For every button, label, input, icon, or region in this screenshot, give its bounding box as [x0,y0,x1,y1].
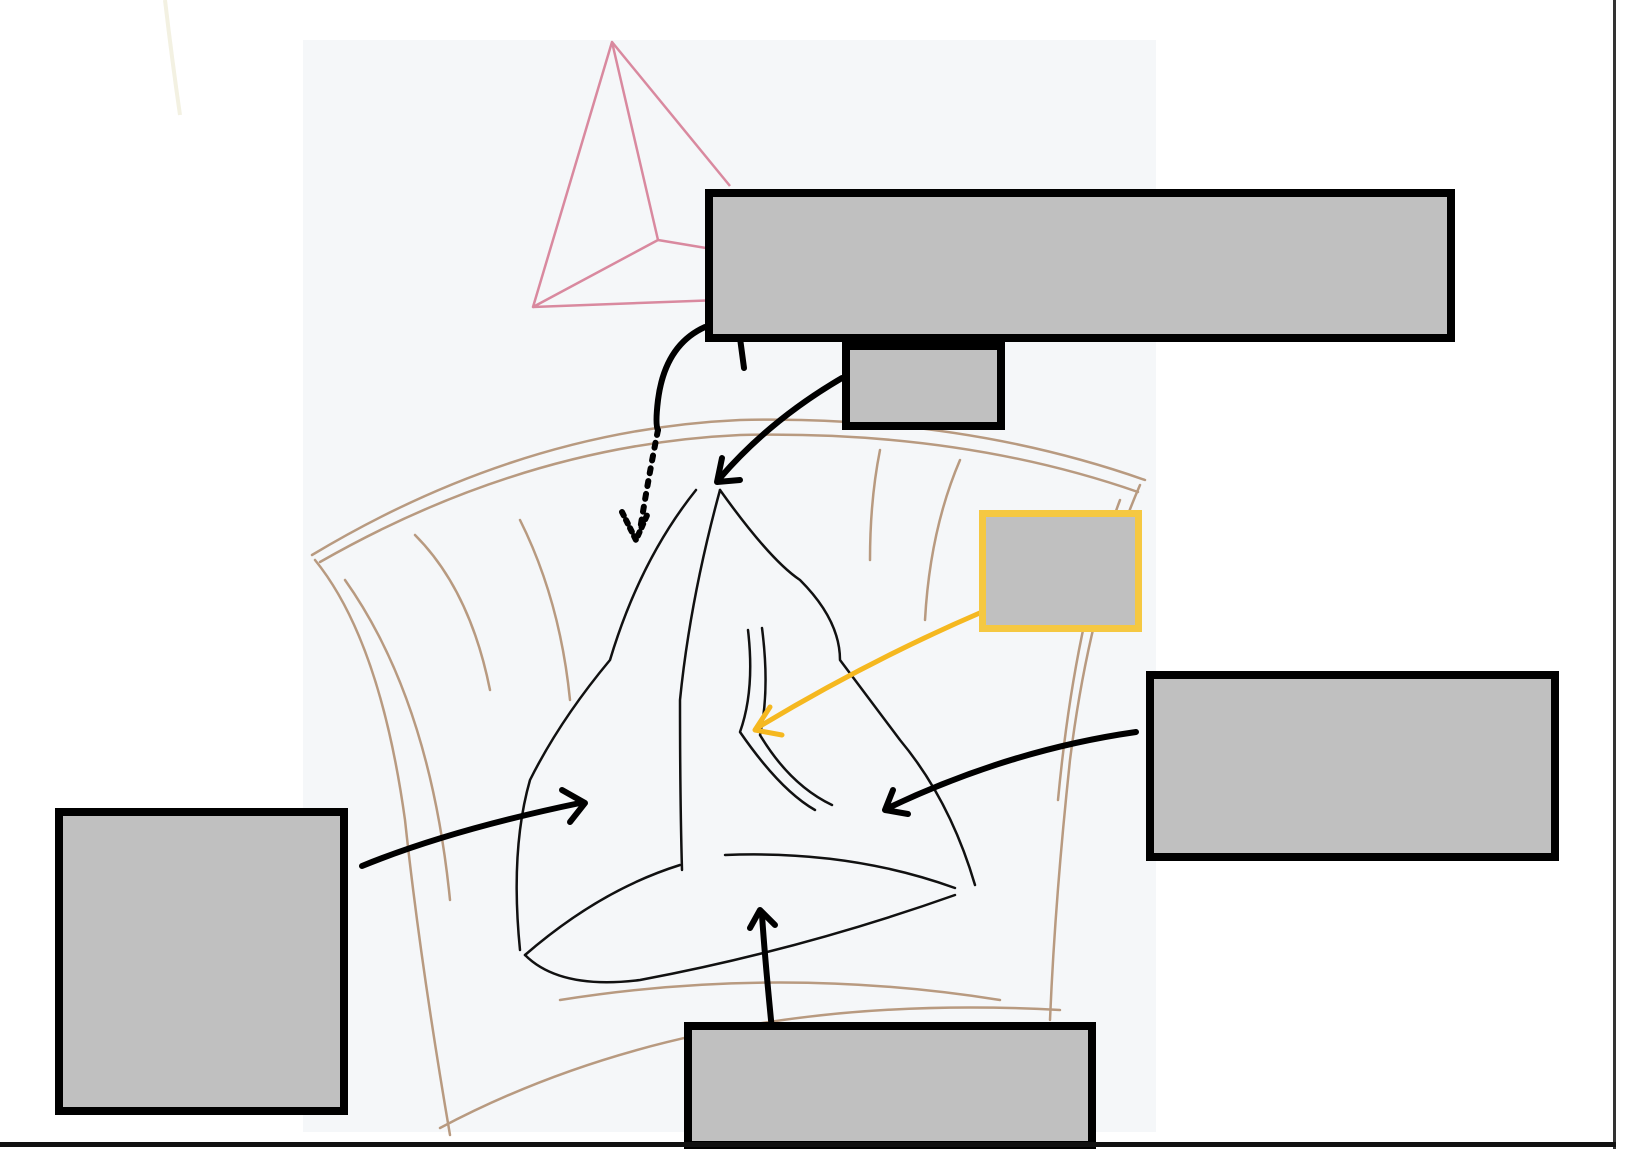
arrow-right-head [882,787,911,817]
connector-arrows [359,324,1139,1033]
label-box-bottom [684,1022,1096,1149]
arrow-small-to-apex-head [714,455,743,485]
page-bottom-edge [0,1142,1616,1147]
label-box-small [842,342,1005,430]
arrow-left-head [559,787,588,825]
highlight-arrow [752,609,985,738]
label-box-right [1146,671,1559,861]
arrow-right-to-pyramid [885,729,1139,811]
page-right-edge [1613,0,1616,1149]
label-box-left [55,808,348,1115]
nub-top [737,335,747,371]
armchair-sketch [310,418,1147,1137]
label-box-top [705,189,1455,342]
arrow-small-to-apex [717,375,845,481]
tetrahedron-sketch [531,40,731,309]
arrow-dotted [637,427,661,533]
arrow-dotted-head [619,509,651,543]
arrow-bottom-to-base [759,912,775,1033]
label-box-highlighted [979,510,1142,632]
arrow-top-left-curve [653,324,708,433]
arrow-bottom-head [747,907,778,931]
arrow-left-to-pyramid [359,800,583,869]
faint-stroke [163,0,182,116]
pyramid-sketch [515,488,977,984]
